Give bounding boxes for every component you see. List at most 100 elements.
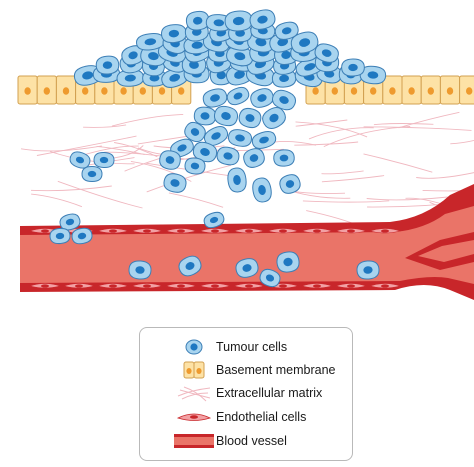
tumour-nucleus [191, 41, 203, 49]
matrix-fibre [168, 192, 224, 208]
endothelial-nucleus [347, 284, 355, 288]
tumour-cell [216, 146, 240, 166]
endothelial-nucleus [211, 229, 219, 233]
tumour-cell [184, 121, 206, 143]
membrane-nucleus [312, 87, 319, 95]
tumour-nucleus [165, 156, 175, 164]
membrane-nucleus [139, 87, 146, 95]
endothelial-cell [164, 283, 198, 289]
tumour-nucleus [233, 174, 241, 186]
membrane-cell [55, 75, 77, 105]
legend-item-endothelial: Endothelial cells [140, 406, 352, 428]
tumour-nucleus [82, 71, 94, 80]
legend-label-vessel: Blood vessel [216, 434, 287, 448]
endothelial-nucleus [109, 284, 117, 288]
tumour-cell [238, 107, 262, 129]
endothelial-cell [334, 283, 368, 289]
tumour-nucleus [363, 266, 373, 274]
matrix-fibre [398, 111, 460, 129]
endothelial-cell [62, 283, 96, 289]
tumour-cell [71, 227, 93, 245]
membrane-nucleus [466, 87, 473, 95]
endothelial-nucleus [143, 284, 151, 288]
endothelial-cell [368, 283, 402, 289]
tumour-nucleus [367, 71, 379, 79]
legend-label-tumour: Tumour cells [216, 340, 288, 354]
endothelial-cell [28, 283, 62, 289]
endothelial-nucleus [143, 229, 151, 233]
endothelial-nucleus [75, 284, 83, 288]
tumour-nucleus [259, 136, 269, 144]
extracellular-matrix-icon [177, 386, 211, 402]
tumour-nucleus [128, 51, 138, 60]
tumour-cell [59, 213, 81, 231]
tumour-cell [185, 10, 210, 31]
membrane-cell [401, 75, 422, 105]
tumour-cell [235, 258, 259, 278]
tumour-cell [341, 58, 365, 77]
tumour-nucleus [102, 61, 113, 69]
endothelial-nucleus [381, 284, 389, 288]
tumour-cell [202, 88, 228, 108]
tumour-cell [49, 227, 71, 245]
matrix-fibre [111, 113, 184, 127]
matrix-fibre [308, 127, 374, 140]
endothelial-nucleus [279, 229, 287, 233]
tumour-nucleus [257, 94, 267, 102]
tumour-nucleus [299, 38, 311, 47]
membrane-cell [459, 75, 474, 105]
matrix-fibre [36, 135, 137, 156]
endothelial-cell-icon [176, 413, 212, 421]
tumour-nucleus [55, 232, 65, 240]
membrane-cell [36, 75, 57, 105]
tumour-nucleus [135, 266, 145, 274]
tumour-nucleus [265, 274, 275, 282]
tumour-nucleus [65, 218, 75, 226]
tumour-nucleus [189, 60, 199, 69]
tumour-nucleus [281, 27, 292, 35]
tumour-cell [259, 268, 281, 288]
legend-item-vessel: Blood vessel [140, 430, 352, 452]
endothelial-nucleus [41, 229, 49, 233]
endothelial-cell [130, 228, 164, 234]
matrix-fibre [450, 139, 474, 145]
matrix-fibre [363, 126, 472, 131]
tumour-nucleus [177, 144, 187, 152]
tumour-cell [192, 141, 218, 163]
tumour-nucleus [213, 19, 225, 27]
vessel-branch-lumen [418, 240, 474, 262]
tumour-nucleus [124, 74, 136, 82]
matrix-fibre [363, 153, 433, 173]
tumour-nucleus [87, 170, 97, 178]
migrating-tumour-cells [49, 86, 380, 288]
tumour-nucleus [190, 162, 200, 170]
tumour-nucleus [279, 96, 289, 104]
tumour-cell [273, 149, 295, 167]
matrix-fibre [295, 119, 348, 127]
tumour-cell [227, 167, 247, 193]
endothelial-nucleus [41, 284, 49, 288]
endothelial-cell [96, 283, 130, 289]
endothelial-nucleus [245, 284, 253, 288]
tumour-nucleus [170, 179, 180, 187]
tumour-cell [243, 148, 265, 168]
matrix-fibre [20, 145, 102, 152]
tumour-nucleus [234, 52, 246, 61]
tumour-cell [252, 177, 272, 203]
tumour-cell [161, 24, 187, 44]
tumour-cell-icon [185, 339, 203, 355]
tumour-cell [276, 251, 300, 273]
legend-item-matrix: Extracellular matrix [140, 382, 352, 404]
tumour-nucleus [192, 16, 203, 25]
tumour-nucleus [232, 16, 245, 26]
tumour-cell [249, 9, 276, 30]
matrix-fibre [366, 196, 448, 201]
tumour-nucleus [99, 156, 109, 164]
tumour-nucleus [216, 71, 226, 80]
tumour-nucleus [235, 134, 245, 142]
membrane-nucleus [82, 87, 89, 95]
endothelial-cell [198, 228, 232, 234]
endothelial-nucleus [245, 229, 253, 233]
tumour-nucleus [200, 148, 210, 156]
matrix-fibre [83, 124, 127, 128]
